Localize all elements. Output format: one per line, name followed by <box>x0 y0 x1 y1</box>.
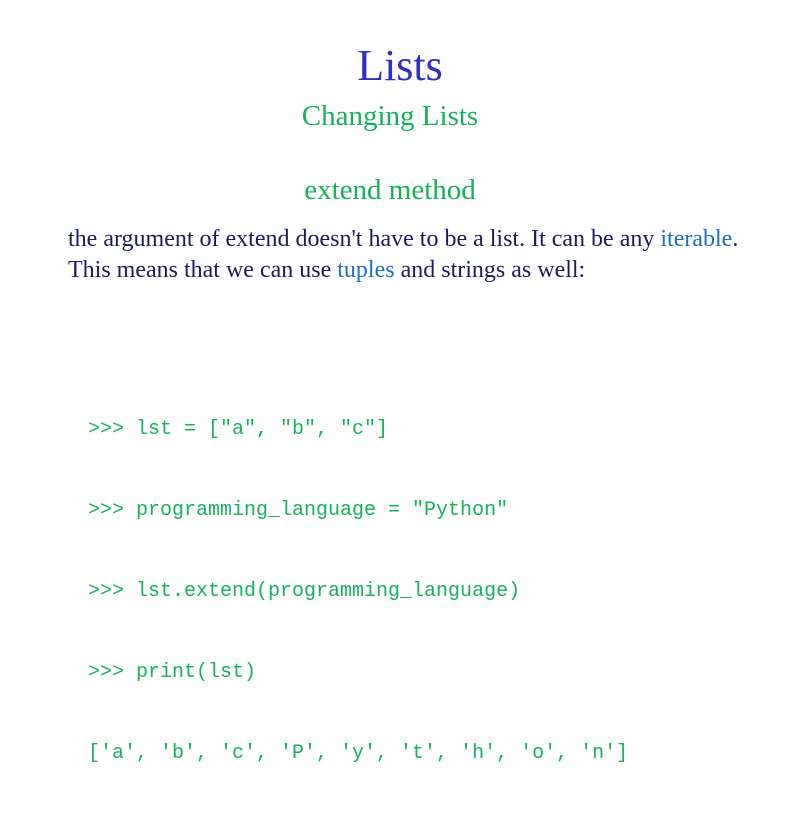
slide-subtitle: Changing Lists <box>301 100 479 132</box>
slide: Lists Changing Lists extend method the a… <box>68 41 748 765</box>
code-line: >>> print(lst) <box>88 661 257 684</box>
iterable-link[interactable]: iterable <box>660 226 733 252</box>
code-block: >>> lst = ["a", "b", "c"] >>> programmin… <box>88 362 768 821</box>
code-output-line: ['a', 'b', 'c', 'P', 'y', 't', 'h', 'o',… <box>88 742 629 765</box>
code-line: >>> programming_language = "Python" <box>88 499 509 522</box>
body-text-part-1: the argument of extend doesn't have to b… <box>68 226 661 252</box>
code-line: >>> lst.extend(programming_language) <box>88 580 521 603</box>
body-text-part-2: . This means that we can use <box>68 226 739 283</box>
code-line: >>> lst = ["a", "b", "c"] <box>88 418 389 441</box>
section-heading: extend method <box>304 174 476 206</box>
tuples-link[interactable]: tuples <box>337 257 395 283</box>
slide-title: Lists <box>357 41 443 90</box>
body-text-part-3: and strings as well: <box>394 257 586 283</box>
body-paragraph: the argument of extend doesn't have to b… <box>68 224 748 286</box>
